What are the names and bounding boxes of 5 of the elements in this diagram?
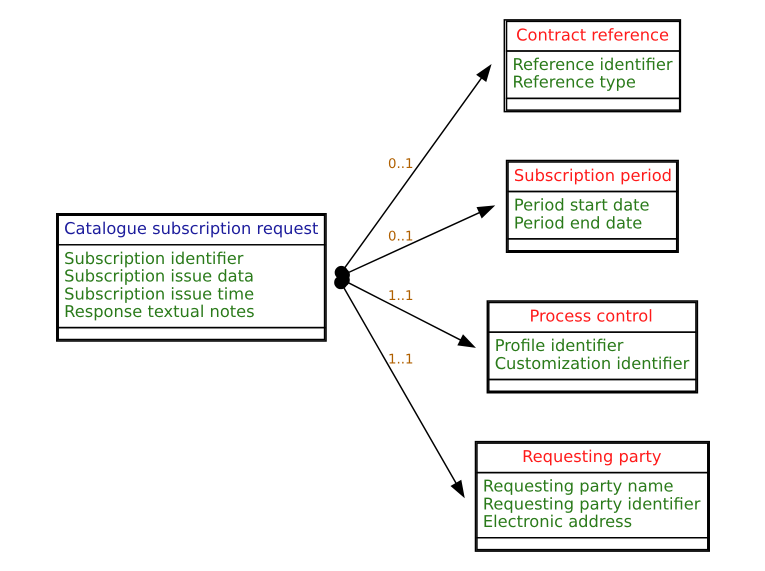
edge-label: 0..1 <box>388 157 413 172</box>
edge-label: 1..1 <box>388 288 413 304</box>
edge-label: 0..1 <box>388 230 413 245</box>
arrow <box>334 276 464 498</box>
edge-label: 1..1 <box>388 352 413 368</box>
